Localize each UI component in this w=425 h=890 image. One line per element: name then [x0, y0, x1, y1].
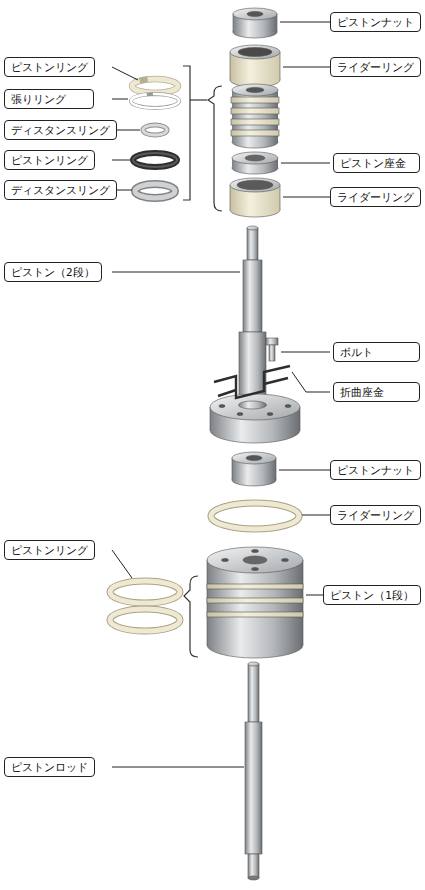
bend-washer — [214, 366, 290, 398]
piston-rings — [110, 581, 180, 631]
part-name: ピストンリング — [11, 60, 88, 74]
part-name: ピストン（1段） — [330, 588, 414, 602]
part-label: ピストン（2段） — [4, 262, 102, 282]
part-label: ピストンリング — [4, 540, 95, 560]
leader-line — [112, 22, 330, 767]
part-label: ボルト — [333, 342, 420, 362]
part-name: ピストンナット — [337, 15, 414, 29]
part-label: ディスタンスリング — [4, 180, 117, 200]
rider-ring — [230, 45, 280, 87]
rider-ring — [230, 178, 280, 217]
part-label: ライダーリング — [330, 187, 421, 207]
piston-nut — [232, 452, 276, 486]
rider-ring — [211, 503, 299, 529]
part-name: ピストンナット — [337, 463, 414, 477]
part-name: ライダーリング — [337, 508, 414, 522]
piston-stage-1 — [207, 547, 303, 658]
exploded-rings — [131, 79, 179, 198]
part-name: ピストン座金 — [340, 156, 413, 170]
ring-stack — [231, 84, 279, 148]
part-label: ライダーリング — [330, 505, 421, 525]
part-label: ピストンナット — [330, 460, 421, 480]
bolt — [266, 338, 278, 361]
part-label: ピストン座金 — [333, 153, 420, 173]
part-label: 張りリング — [4, 89, 94, 109]
part-name: ピストンリング — [11, 153, 88, 167]
piston-rod — [245, 662, 262, 880]
part-name: ライダーリング — [337, 190, 414, 204]
part-label: ピストンロッド — [4, 757, 95, 777]
part-name: 折曲座金 — [340, 385, 413, 399]
part-name: ディスタンスリング — [11, 123, 110, 137]
part-name: ボルト — [340, 345, 413, 359]
part-label: ピストンリング — [4, 150, 95, 170]
part-name: 張りリング — [11, 92, 87, 106]
part-label: ピストン（1段） — [323, 585, 421, 605]
part-label: ディスタンスリング — [4, 120, 117, 140]
piston-washer — [232, 152, 278, 174]
part-name: ディスタンスリング — [11, 183, 110, 197]
part-name: ピストンリング — [11, 543, 88, 557]
part-name: ピストン（2段） — [11, 265, 95, 279]
piston-stage-2 — [210, 226, 300, 443]
part-name: ライダーリング — [337, 60, 414, 74]
part-label: 折曲座金 — [333, 382, 420, 402]
part-label: ピストンリング — [4, 57, 95, 77]
part-name: ピストンロッド — [11, 760, 88, 774]
part-label: ライダーリング — [330, 57, 421, 77]
part-label: ピストンナット — [330, 12, 421, 32]
piston-nut — [233, 8, 277, 38]
